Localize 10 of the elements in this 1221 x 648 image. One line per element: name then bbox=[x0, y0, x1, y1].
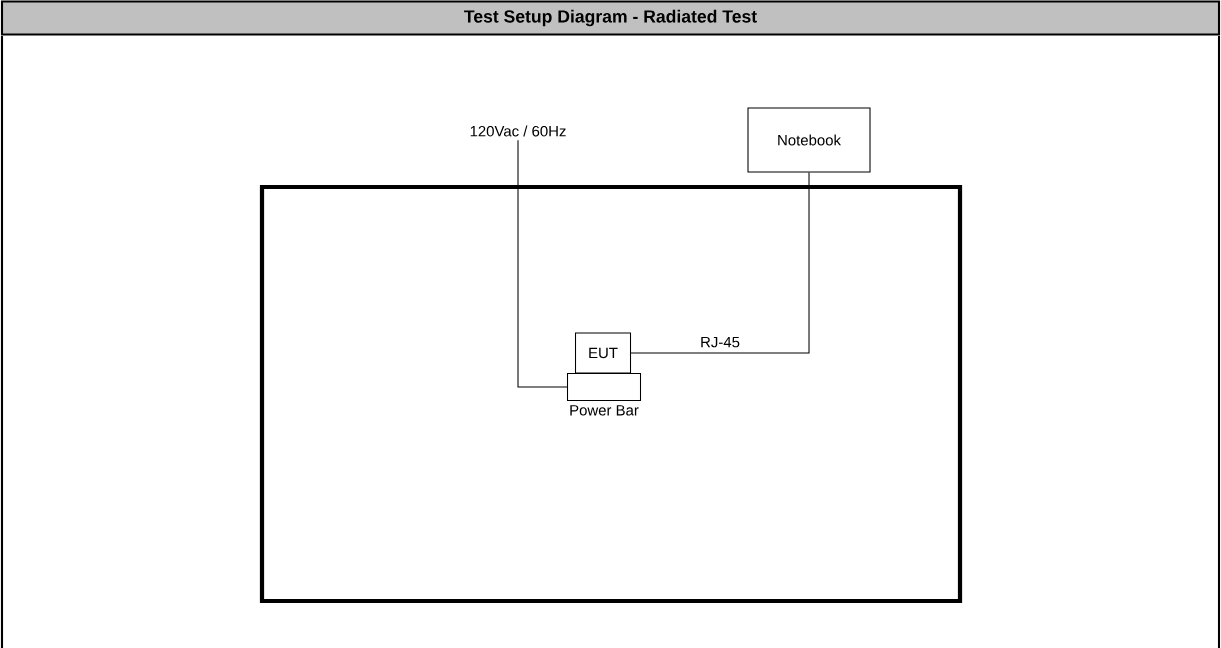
cable-label: RJ-45 bbox=[701, 336, 740, 348]
cable bbox=[630, 172, 810, 354]
device-label: Power Bar bbox=[570, 405, 639, 416]
equipment-box: Notebook bbox=[747, 107, 871, 173]
supply-label: 120Vac / 60Hz bbox=[470, 125, 566, 137]
title-bar: Test Setup Diagram - Radiated Test bbox=[0, 0, 1221, 36]
equipment-box: EUT bbox=[575, 332, 632, 374]
power-bar-box bbox=[566, 372, 642, 402]
cable bbox=[517, 139, 568, 388]
test-table bbox=[259, 184, 963, 604]
